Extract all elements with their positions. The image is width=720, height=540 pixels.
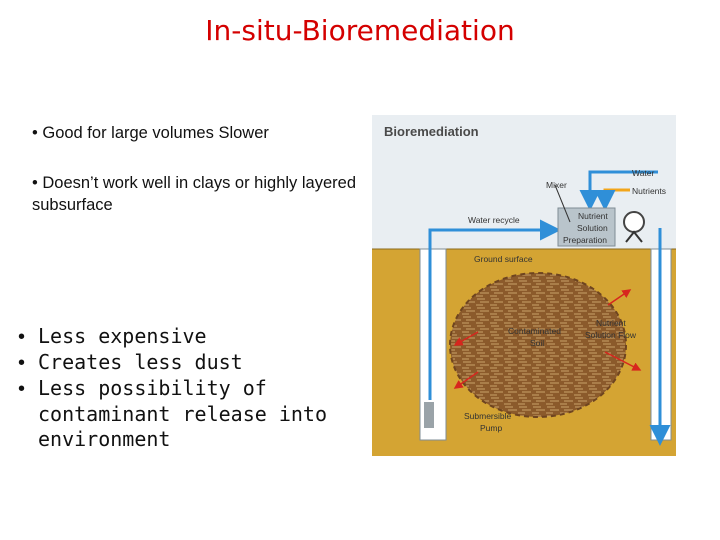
mixer-unit [557,207,616,247]
flow-arrow [453,371,479,389]
advantage-item: Creates less dust [18,350,358,376]
soil-label-1: Contaminated [508,326,561,336]
advantage-item: Less expensive [18,324,358,350]
nutrient-inlet-pipe [594,188,630,211]
water-inlet-pipe [579,170,658,211]
ground-surface-label: Ground surface [474,254,533,264]
pump-icon [424,402,434,428]
advantages-list: Less expensive Creates less dust Less po… [18,324,358,452]
prep-label-1: Nutrient [578,211,608,221]
diagram-heading: Bioremediation [384,124,479,139]
pump-label-1: Submersible [464,411,512,421]
flow-arrow [453,331,479,346]
slide-title: In-situ-Bioremediation [205,14,515,47]
water-recycle-label: Water recycle [468,215,520,225]
water-label: Water [632,168,655,178]
prep-label-3: Preparation [563,235,607,245]
water-recycle-pipe [428,219,561,400]
flow-arrow [604,351,642,371]
pump-label-2: Pump [480,423,502,433]
soil-label-2: Soil [530,338,544,348]
bullet-large-volumes: • Good for large volumes Slower [32,124,269,142]
contaminated-soil-zone [450,273,626,417]
flow-label-1: Nutrient [596,318,626,328]
flow-arrow [607,289,632,306]
nutrients-label: Nutrients [632,186,666,196]
mixer-label: Mixer [546,180,567,190]
prep-label-2: Solution [577,223,608,233]
bullet-clays: • Doesn’t work well in clays or highly l… [32,174,356,214]
flow-label-2: Solution Flow [585,330,637,340]
pump-wheel-icon [623,211,645,233]
advantage-item: Less possibility of contaminant release … [18,376,358,452]
